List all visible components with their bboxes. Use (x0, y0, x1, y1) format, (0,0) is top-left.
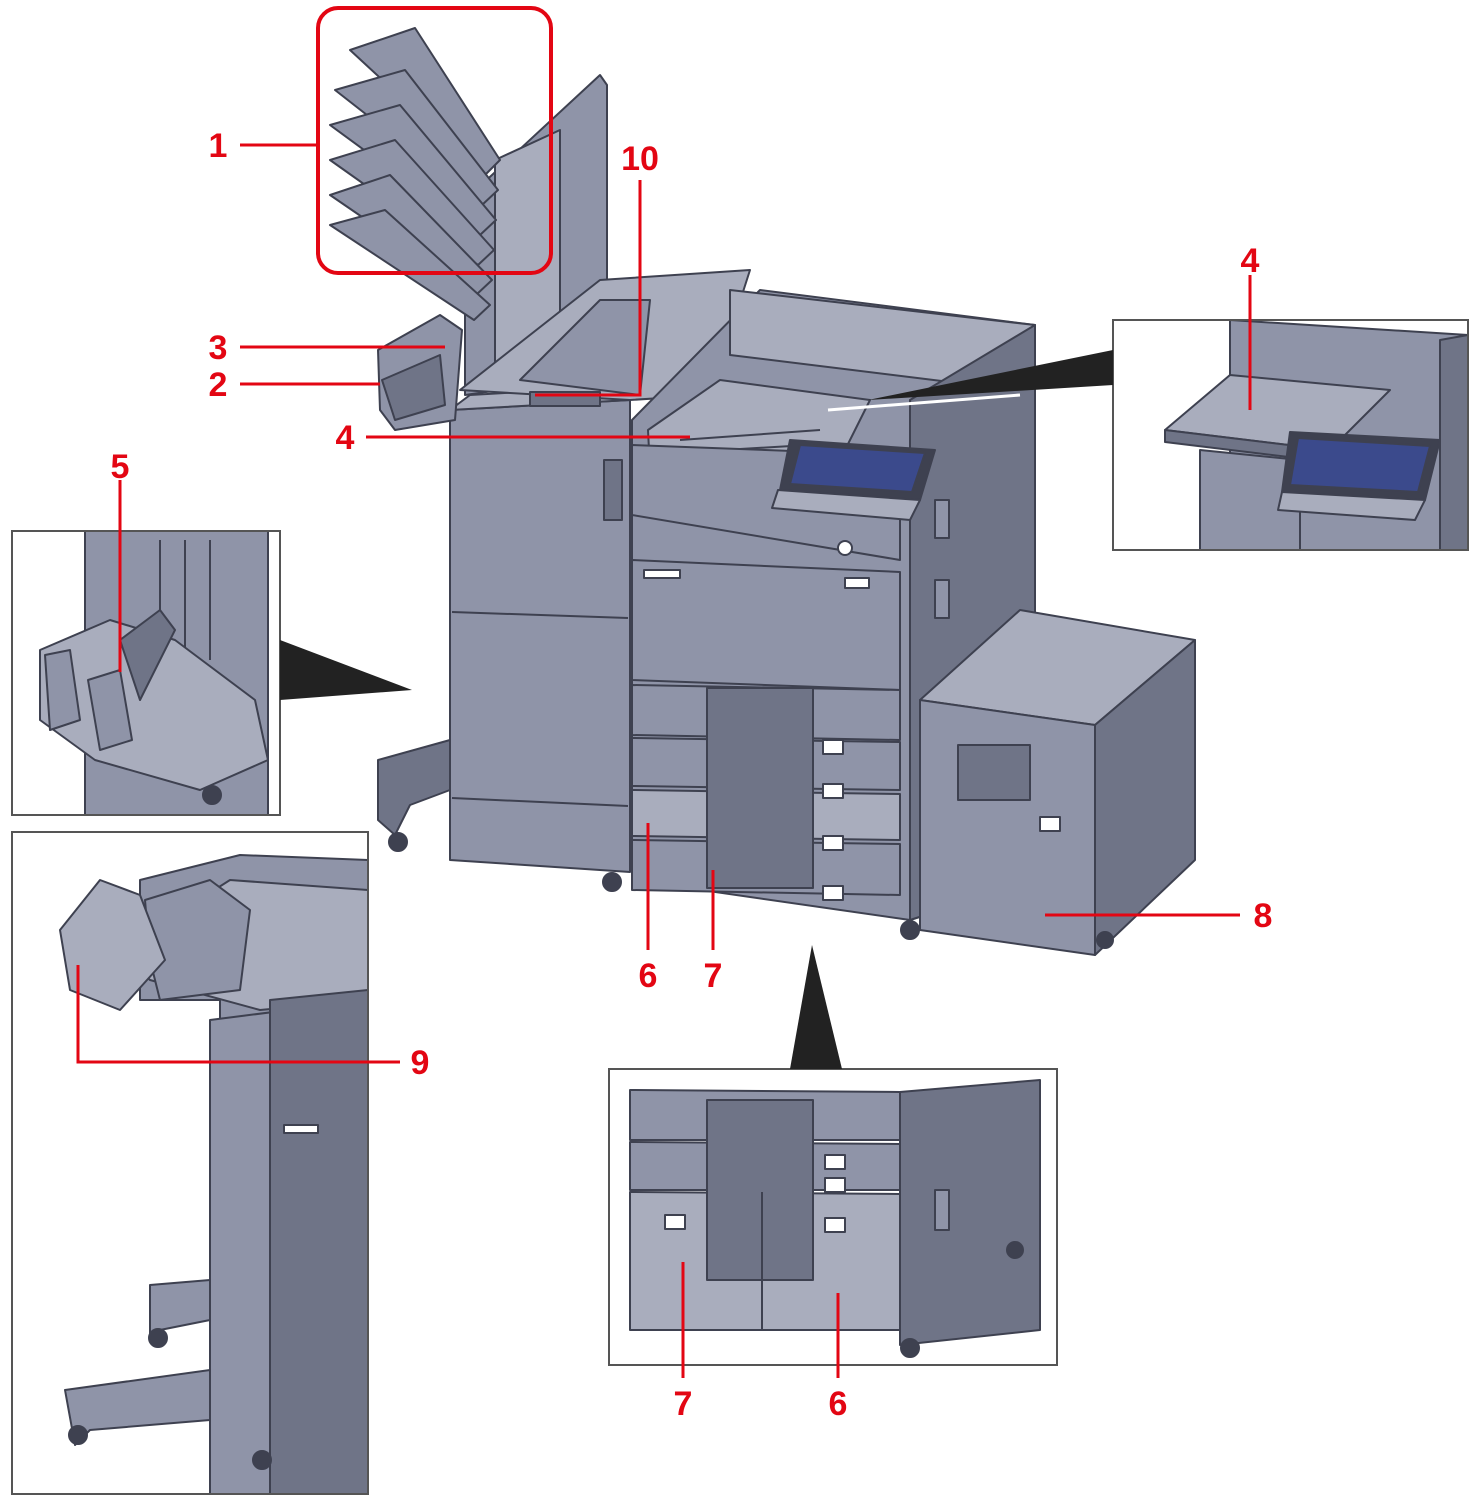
front-cover (631, 559, 901, 691)
inset-output-tray (868, 319, 1469, 551)
large-capacity-feeder (919, 609, 1196, 956)
callout-3: 3 (209, 329, 228, 367)
paper-cassettes (631, 684, 920, 940)
callout-7-main: 7 (704, 957, 723, 995)
inset-finisher-tray (11, 530, 412, 816)
callout-lines (76, 143, 1252, 1378)
callout-6-inset: 6 (829, 1385, 848, 1423)
sorter-highlight (316, 6, 553, 275)
finisher-tower (449, 384, 641, 873)
finisher-base (377, 739, 622, 892)
callout-7-inset: 7 (674, 1385, 693, 1423)
callout-numbers: 1 3 2 10 4 4 5 6 7 8 9 7 6 (111, 127, 1273, 1423)
main-machine (329, 27, 1196, 956)
finisher-top (459, 269, 751, 407)
sorter-trays (329, 27, 501, 321)
inset-cassettes (608, 945, 1058, 1366)
inset-inner-finisher (11, 831, 369, 1495)
callout-4-main: 4 (336, 419, 355, 457)
leader-9 (76, 965, 400, 1064)
sorter-tower (329, 27, 608, 396)
leader-10 (535, 180, 642, 397)
callout-6-main: 6 (639, 957, 658, 995)
booklet-tray (377, 314, 463, 431)
operation-panel (771, 439, 936, 556)
callout-1: 1 (209, 127, 228, 165)
callout-5: 5 (111, 448, 130, 486)
callout-2: 2 (209, 366, 228, 404)
callout-8: 8 (1254, 897, 1273, 935)
callout-4-inset: 4 (1241, 242, 1260, 280)
callout-9: 9 (411, 1044, 430, 1082)
leader-4-pointer (827, 393, 1021, 412)
callout-10: 10 (621, 140, 659, 178)
